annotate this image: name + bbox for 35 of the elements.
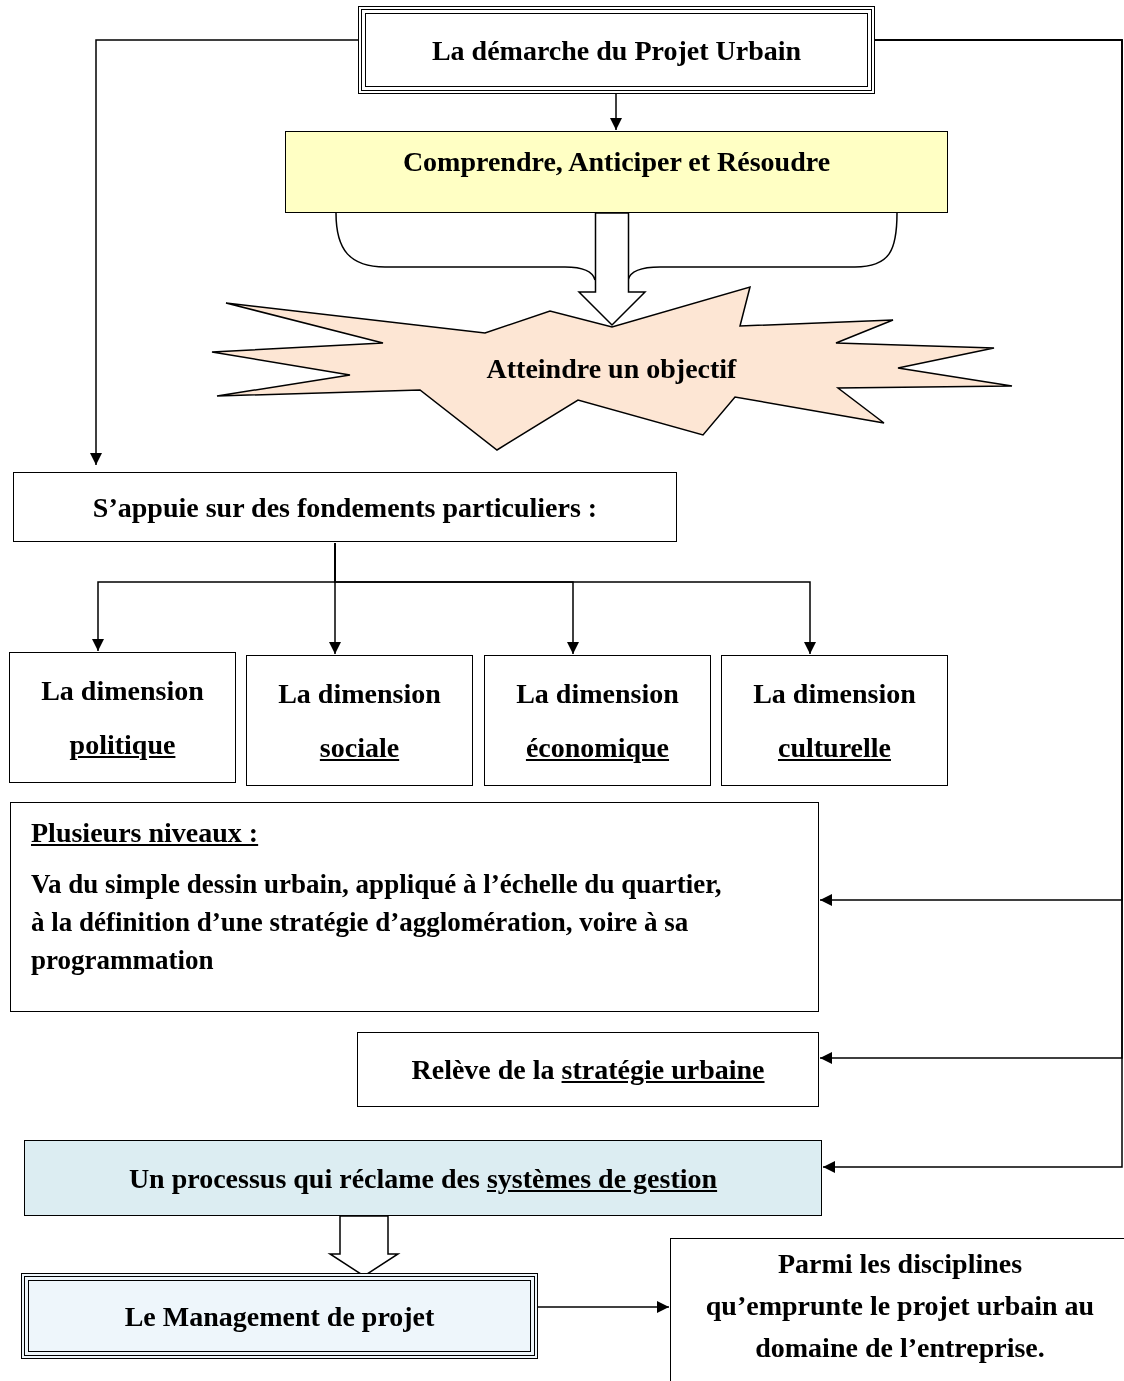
arrow — [90, 39, 359, 466]
box-text: Comprendre, Anticiper et Résoudre — [402, 144, 831, 179]
box-text: La dimension — [516, 676, 679, 711]
box-text: culturelle — [778, 731, 891, 766]
box-text: La dimension — [41, 673, 204, 708]
box-text: Va du simple dessin urbain, appliqué à l’échelle du quartier, à la définition d’une stratégie d’agglomération, voire à sa programmation — [31, 868, 723, 977]
process-box — [357, 1032, 819, 1107]
arrow — [610, 93, 622, 131]
box-text: Le Management de projet — [124, 1299, 435, 1334]
text-box — [10, 802, 819, 1012]
starburst-shape — [210, 286, 1013, 451]
box-text: Atteindre un objectif — [486, 352, 737, 386]
dimension-box — [484, 655, 711, 786]
box-text: Un processus qui réclame des systèmes de gestion — [128, 1161, 718, 1196]
box-text: économique — [525, 731, 670, 766]
arrow — [537, 1301, 670, 1313]
box-text: La démarche du Projet Urbain — [431, 33, 802, 68]
box-text: Parmi les disciplines qu’emprunte le projet urbain au domaine de l’entreprise. — [704, 1247, 1096, 1365]
box-heading: Plusieurs niveaux : — [31, 816, 259, 850]
box-text: Relève de la stratégie urbaine — [411, 1053, 765, 1087]
process-box — [285, 131, 948, 213]
box-text: La dimension — [278, 676, 441, 711]
block-arrow — [577, 212, 647, 327]
box-text: politique — [69, 728, 176, 763]
process-box — [24, 1140, 822, 1216]
dimension-box — [9, 652, 236, 783]
dimension-box — [246, 655, 473, 786]
dimension-box — [721, 655, 948, 786]
process-box — [13, 472, 677, 542]
box-text: La dimension — [753, 676, 916, 711]
box-text: sociale — [319, 731, 400, 766]
text-box — [670, 1238, 1124, 1381]
title-box — [358, 6, 875, 94]
title-box — [21, 1273, 538, 1359]
box-text: S’appuie sur des fondements particuliers : — [92, 490, 598, 525]
